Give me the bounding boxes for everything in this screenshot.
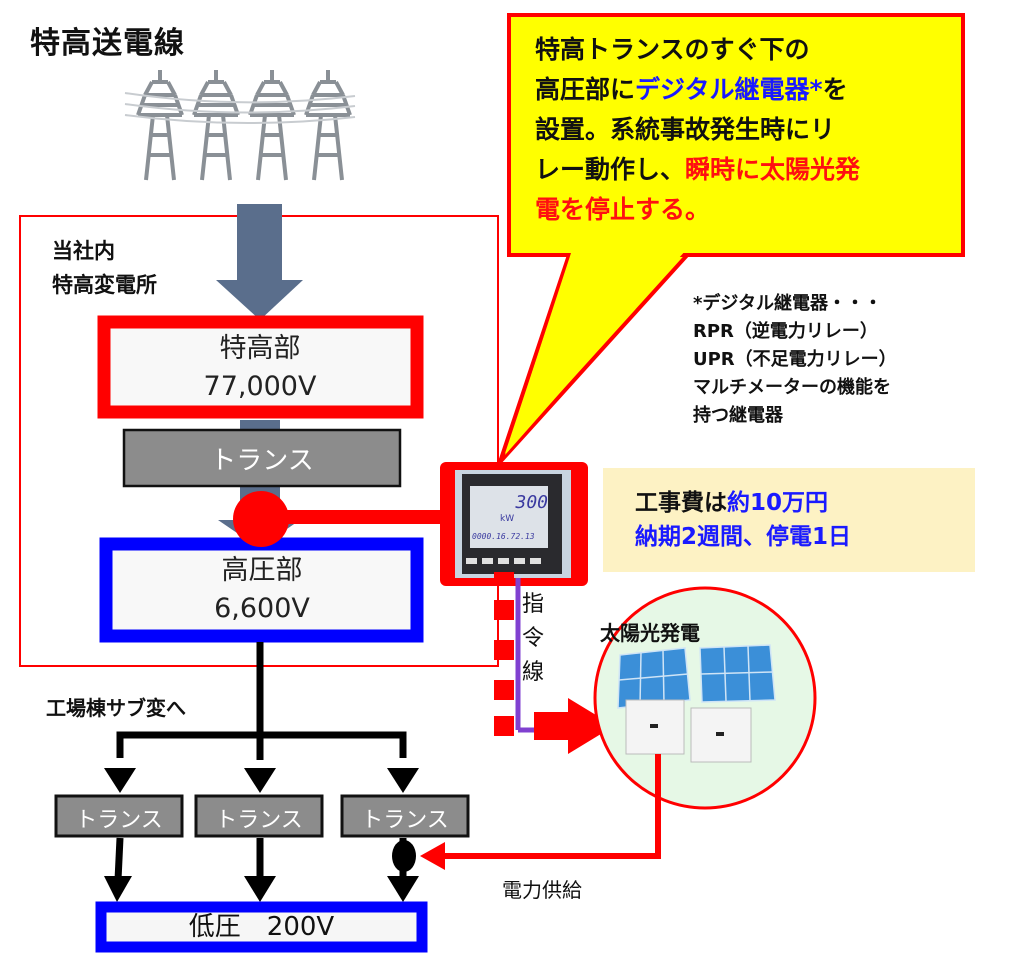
relay-display-sub: 0000.16.72.13 (472, 532, 535, 541)
distribution-lines (114, 642, 407, 881)
sub-transformer-2-label: トランス (215, 808, 303, 833)
power-supply-line (434, 754, 661, 859)
solar-panel-icon (617, 644, 776, 709)
relay-display-value: 300 (515, 492, 548, 513)
extra-high-section-name: 特高部 (219, 333, 301, 364)
cost-line-1a: 工事費は (635, 490, 727, 516)
sub-transformer-1 (54, 794, 184, 838)
high-voltage-section-voltage: 6,600V (214, 593, 310, 624)
relay-footnote: *デジタル継電器・・・ RPR（逆電力リレー） UPR（不足電力リレー） マルチ… (693, 290, 897, 430)
low-voltage-label: 低圧 200V (188, 912, 335, 942)
inverter-icon (625, 699, 752, 763)
relay-display-unit: kW (500, 514, 515, 524)
extra-high-section-voltage: 77,000V (203, 371, 317, 402)
branch-label: 工場棟サブ変へ (46, 696, 186, 720)
substation-label: 当社内 特高変電所 (52, 234, 157, 302)
solar-plant (593, 586, 817, 810)
command-line-label: 指令線 (522, 592, 545, 685)
callout-line-4: レー動作し、瞬時に太陽光発 (535, 150, 860, 190)
sub-transformer-2 (194, 794, 324, 838)
extra-high-voltage-label: 特高部 77,000V (110, 330, 410, 406)
callout-line-4b: 瞬時に太陽光発 (685, 155, 861, 184)
callout-line-2c: を (822, 75, 848, 104)
low-voltage-box (95, 901, 428, 953)
high-voltage-box (99, 537, 424, 643)
main-transformer-box (122, 428, 402, 488)
callout-line-5: 電を停止する。 (535, 195, 711, 224)
cost-line-2: 納期2週間、停電1日 (635, 524, 852, 550)
cost-info-text: 工事費は約10万円 納期2週間、停電1日 (635, 486, 851, 554)
extra-high-voltage-box (97, 315, 424, 419)
cost-info-box (603, 468, 975, 572)
sub-transformer-3-label: トランス (361, 808, 449, 833)
footnote-line-3: UPR（不足電力リレー） (693, 349, 897, 370)
substation-label-line1: 当社内 (52, 239, 115, 263)
callout-line-4a: レー動作し、 (535, 155, 686, 184)
relay-connection-point (233, 491, 289, 547)
cost-line-1: 工事費は約10万円 (635, 486, 851, 520)
footnote-line-2: RPR（逆電力リレー） (693, 321, 878, 342)
callout-line-2a: 高圧部に (535, 75, 636, 104)
stop-signal-arrow (534, 698, 614, 754)
footnote-line-5: 持つ継電器 (693, 405, 783, 426)
footnote-line-1: *デジタル継電器・・・ (693, 293, 883, 314)
junction-point (392, 840, 416, 872)
cost-line-1b: 約10万円 (727, 490, 829, 516)
sub-transformer-3 (340, 794, 470, 838)
callout-bubble (507, 13, 965, 257)
callout-line-2: 高圧部にデジタル継電器*を (535, 70, 860, 110)
page-title: 特高送電線 (30, 26, 185, 61)
solar-label: 太陽光発電 (600, 621, 700, 645)
high-voltage-section-name: 高圧部 (221, 555, 303, 586)
callout-line-2b: デジタル継電器* (635, 75, 823, 104)
substation-label-line2: 特高変電所 (52, 273, 157, 297)
power-supply-label: 電力供給 (502, 878, 582, 902)
main-transformer-label: トランス (210, 446, 314, 476)
footnote-line-4: マルチメーターの機能を (693, 377, 891, 398)
high-voltage-label: 高圧部 6,600V (112, 552, 412, 628)
transmission-tower-icon (124, 68, 356, 182)
sub-transformer-1-label: トランス (75, 808, 163, 833)
callout-line-1: 特高トランスのすぐ下の (535, 35, 810, 64)
command-line (494, 572, 540, 736)
callout-line-3: 設置。系統事故発生時にリ (535, 115, 836, 144)
callout-text: 特高トランスのすぐ下の 高圧部にデジタル継電器*を 設置。系統事故発生時にリ レ… (535, 30, 860, 230)
